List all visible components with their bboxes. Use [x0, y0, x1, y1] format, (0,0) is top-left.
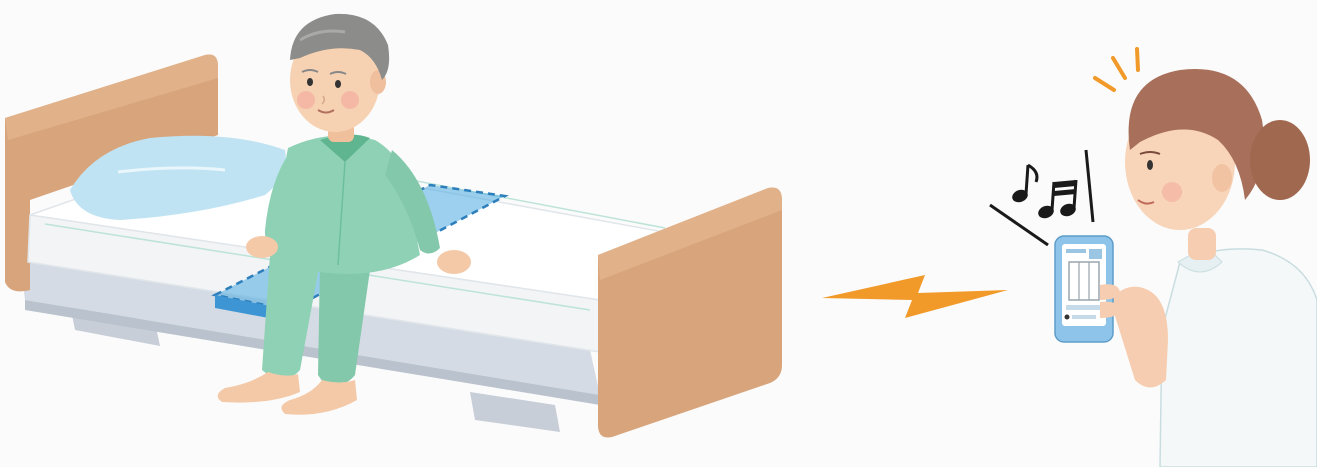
- alert-lines: [1095, 49, 1138, 90]
- man-hand-right: [437, 250, 471, 274]
- man-leg-right: [318, 261, 370, 386]
- nurse-arm: [1110, 287, 1168, 388]
- music-notes: [990, 150, 1093, 245]
- nurse-hair-bun: [1250, 120, 1310, 200]
- sound-line-right: [1086, 150, 1093, 222]
- nurse: [1095, 49, 1317, 467]
- man-hand-left: [246, 236, 278, 258]
- man-foot-left: [218, 372, 300, 403]
- nurse-uniform: [1160, 249, 1317, 467]
- smartphone: [1055, 236, 1120, 342]
- wireless-signal: [822, 275, 1008, 318]
- bed-foot-right: [470, 392, 560, 432]
